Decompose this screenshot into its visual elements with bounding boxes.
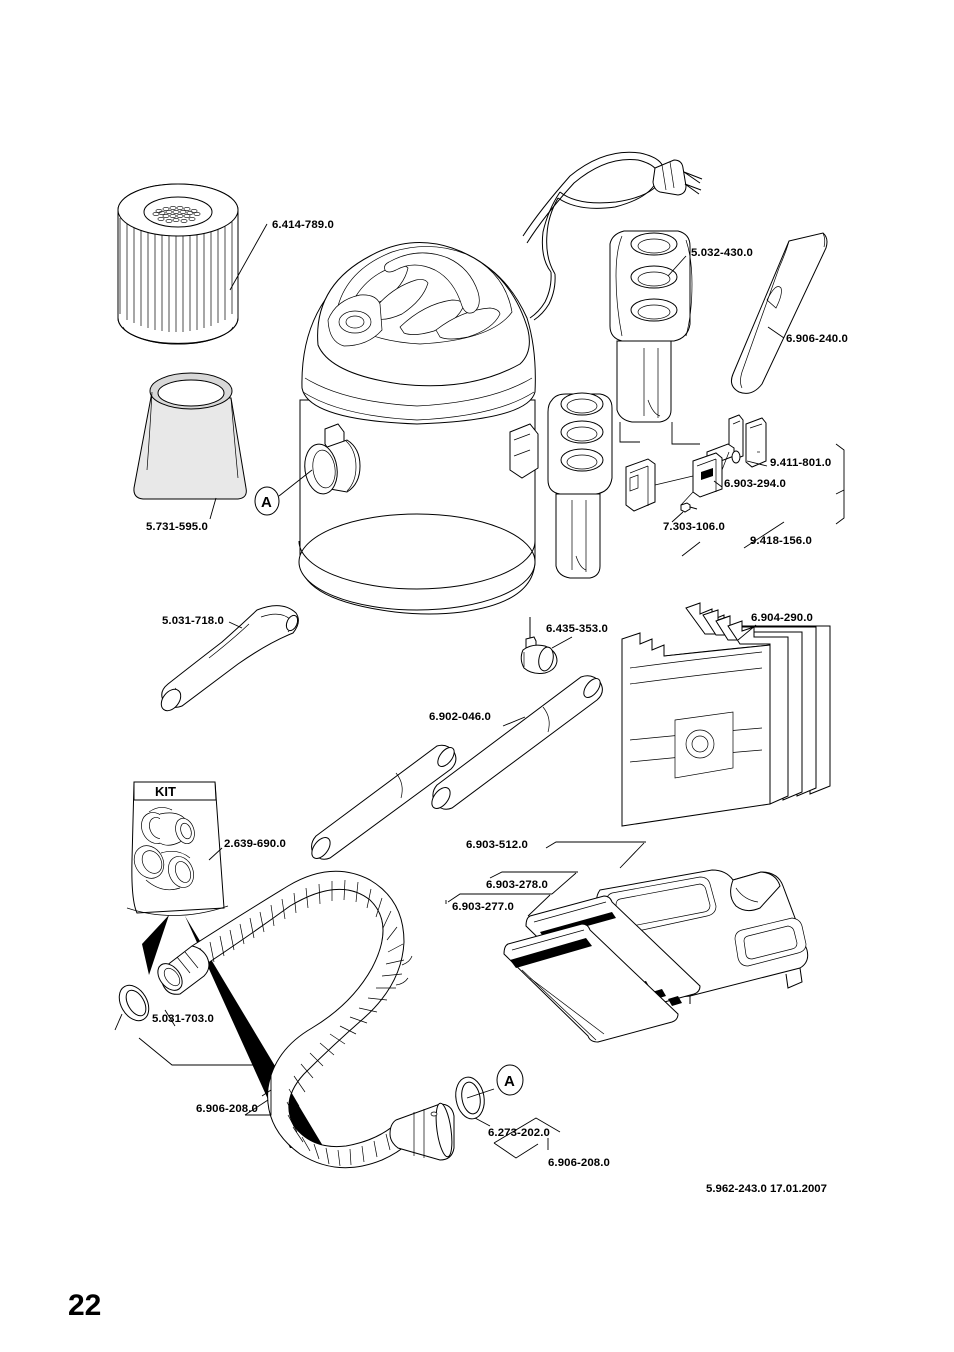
- leader-bent-handle-tube: [228, 621, 243, 629]
- label-suction-tube: 6.902-046.0: [429, 711, 491, 723]
- label-hose-cuff-ring: 5.031-703.0: [152, 1013, 214, 1025]
- leader-switch-cover: [713, 480, 723, 488]
- leader-sealing-ring: [466, 1088, 495, 1099]
- label-floor-nozzle: 6.903-512.0: [466, 839, 528, 851]
- leader-hose-cuff-ring-right: [164, 1009, 176, 1027]
- power-cord-drawing: [522, 151, 703, 321]
- label-screw: 7.303-106.0: [663, 521, 725, 533]
- adapter-kit-drawing: KIT: [126, 781, 229, 916]
- leader-paper-filter-bags: [737, 624, 757, 641]
- callout-a-lower: A: [496, 1064, 524, 1096]
- label-bracket-assembly: 9.418-156.0: [750, 535, 812, 547]
- label-caster-wheel: 6.435-353.0: [546, 623, 608, 635]
- bent-handle-tube-drawing: [160, 605, 299, 712]
- switch-body: [625, 458, 656, 512]
- callout-a-lower-text: A: [504, 1073, 515, 1090]
- accessory-holder-drawing: [609, 230, 693, 423]
- nozzle-group-brackets: [445, 841, 646, 917]
- label-cable-hook-bracket: 9.411-801.0: [770, 457, 831, 469]
- footer-drawing-number: 5.962-243.0 17.01.2007: [706, 1183, 827, 1195]
- screw-drawing: [680, 502, 698, 513]
- caster-wheel-drawing: [520, 617, 558, 674]
- hose-cuff-ring-drawing: [118, 984, 150, 1022]
- inlet-port: [304, 439, 361, 495]
- label-paper-filter-bags: 6.904-290.0: [751, 612, 813, 624]
- leader-accessory-holder: [667, 255, 687, 277]
- floor-nozzle-drawing: [503, 869, 809, 1043]
- leader-cone-filter-bag: [209, 497, 217, 520]
- label-cartridge-filter: 6.414-789.0: [272, 219, 334, 231]
- callout-a-upper-text: A: [261, 494, 272, 511]
- label-sealing-ring: 6.273-202.0: [488, 1127, 550, 1139]
- label-brush-strip-insert: 6.903-278.0: [486, 879, 548, 891]
- leader-crevice-nozzle: [767, 326, 785, 339]
- leader-screw: [671, 511, 684, 523]
- leader-caster-wheel: [551, 636, 573, 649]
- onbody-accessory-holder: [547, 392, 613, 579]
- label-switch-cover: 6.903-294.0: [724, 478, 786, 490]
- label-cone-filter-bag: 5.731-595.0: [146, 521, 208, 533]
- callout-a-upper: A: [254, 469, 313, 516]
- label-rubber-strip-insert: 6.903-277.0: [452, 901, 514, 913]
- paper-filter-bags-drawing: [621, 602, 831, 827]
- label-crevice-nozzle: 6.906-240.0: [786, 333, 848, 345]
- hose-group-bracket-lower: [493, 1117, 561, 1159]
- leader-adapter-kit: [208, 847, 223, 861]
- label-bent-handle-tube: 5.031-718.0: [162, 615, 224, 627]
- leader-cartridge-filter: [229, 223, 268, 291]
- leader-sealing-ring2: [474, 1117, 491, 1127]
- crevice-nozzle-drawing: [731, 232, 828, 394]
- vacuum-body-drawing: [298, 242, 539, 615]
- cone-filter-bag-drawing: [133, 372, 247, 500]
- holder-group-bracket2: [671, 422, 700, 445]
- sealing-ring-drawing: [455, 1076, 485, 1120]
- switch-cover-drawing: [692, 452, 723, 498]
- holder-group-bracket: [619, 422, 640, 443]
- label-kit-bag: KIT: [155, 784, 176, 799]
- suction-tube-drawing: [311, 675, 603, 860]
- page-number: 22: [68, 1289, 101, 1322]
- hose-end-connector: [389, 1102, 455, 1161]
- label-adapter-kit: 2.639-690.0: [224, 838, 286, 850]
- leader-hose-cuff-ring-left: [114, 1013, 123, 1031]
- cartridge-filter-drawing: [117, 183, 239, 345]
- label-accessory-holder: 5.032-430.0: [691, 247, 753, 259]
- hose-group-bracket-upper: [138, 1037, 272, 1116]
- suction-hose-drawing: [157, 870, 413, 1169]
- label-suction-hose-upper: 6.906-208.0: [196, 1103, 258, 1115]
- leader-suction-tube: [502, 716, 526, 727]
- label-suction-hose-lower: 6.906-208.0: [548, 1157, 610, 1169]
- leader-cable-hook-bracket: [746, 460, 768, 467]
- bracket-assembly-bracket: [681, 443, 845, 557]
